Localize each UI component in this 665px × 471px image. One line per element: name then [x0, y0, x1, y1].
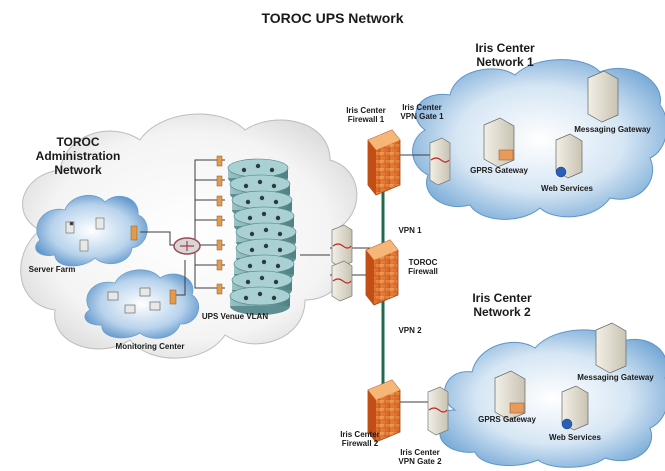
vpn-gate-2-icon [427, 386, 449, 436]
iris-center-firewall-1-icon [367, 129, 401, 196]
ups-venue-vlan-stack [227, 158, 297, 315]
iris-center-network-1-cloud [412, 59, 665, 220]
connector-icons [130, 155, 223, 305]
vpn-2-label: VPN 2 [398, 326, 422, 335]
server-farm-label: Server Farm [28, 265, 76, 274]
firewall-1-label: Iris Center Firewall 1 [346, 106, 386, 125]
server-farm-servers [65, 217, 105, 252]
diagram-title: TOROC UPS Network [261, 10, 404, 26]
iris-center-firewall-2-icon [367, 379, 401, 443]
monitoring-pcs [107, 287, 161, 314]
ups-vlan-label: UPS Venue VLAN [201, 312, 269, 321]
gprs-gateway-1-icon [483, 117, 515, 168]
vpn-gate-2-label: Iris Center VPN Gate 2 [398, 448, 442, 467]
messaging-gateway-1-label: Messaging Gateway [574, 125, 651, 134]
toroc-firewall-icon [365, 239, 399, 306]
firewall-2-label: Iris Center Firewall 2 [340, 430, 380, 449]
toroc-vpn-device-1-icon [331, 224, 353, 268]
vpn-1-label: VPN 1 [398, 226, 422, 235]
iris-network-2-label: Iris Center Network 2 [472, 291, 532, 319]
admin-network-label: TOROC Administration Network [35, 135, 121, 177]
monitoring-center-label: Monitoring Center [115, 342, 185, 351]
web-services-2-icon [561, 385, 589, 431]
toroc-vpn-device-2-icon [331, 260, 353, 302]
gprs-gateway-1-label: GPRS Gateway [470, 166, 528, 175]
messaging-gateway-2-icon [595, 322, 627, 374]
web-services-1-label: Web Services [541, 184, 593, 193]
vlan-disk [229, 286, 291, 315]
iris-network-1-label: Iris Center Network 1 [475, 41, 535, 69]
web-services-2-label: Web Services [549, 433, 601, 442]
messaging-gateway-2-label: Messaging Gateway [577, 373, 654, 382]
iris-center-network-2-cloud [436, 329, 665, 468]
toroc-firewall-label: TOROC Firewall [408, 258, 438, 277]
gprs-gateway-2-label: GPRS Gateway [478, 415, 536, 424]
web-services-1-icon [555, 133, 583, 179]
router-icon [173, 237, 201, 255]
monitoring-center-cloud [84, 269, 200, 339]
gprs-gateway-2-icon [494, 370, 526, 421]
vpn-gate-1-icon [429, 137, 451, 186]
messaging-gateway-1-icon [587, 70, 619, 123]
vpn-gate-1-label: Iris Center VPN Gate 1 [400, 103, 444, 122]
